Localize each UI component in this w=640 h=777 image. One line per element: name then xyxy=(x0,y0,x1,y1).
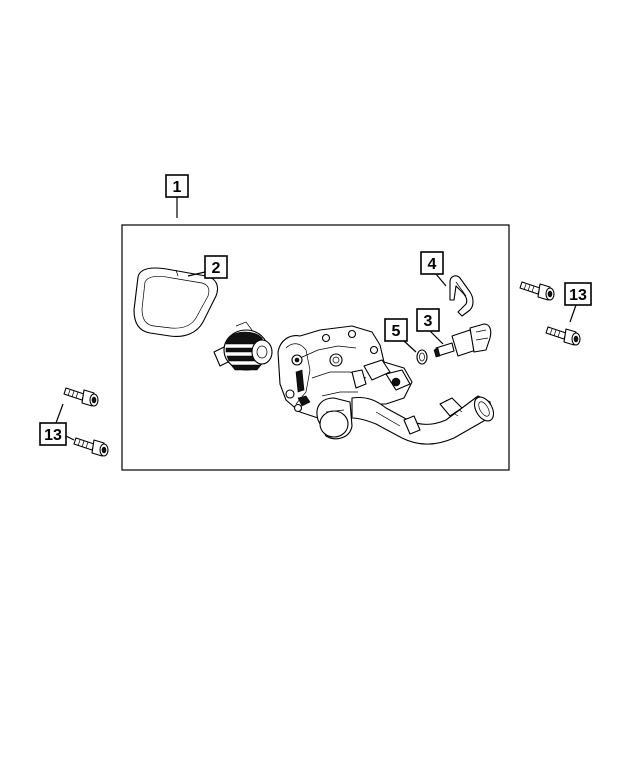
retaining-clip-part[interactable] xyxy=(449,275,474,317)
callout-2-label: 2 xyxy=(212,260,221,277)
bolt-left-upper[interactable] xyxy=(63,387,99,407)
temperature-sensor-part[interactable] xyxy=(433,323,492,358)
outlet-pipe[interactable] xyxy=(316,397,353,440)
bolt-right-upper[interactable] xyxy=(519,281,555,301)
callout-13-left[interactable]: 13 xyxy=(39,403,75,446)
housing-assembly[interactable] xyxy=(277,325,413,421)
thermostat-part[interactable] xyxy=(213,321,273,371)
coolant-hose[interactable] xyxy=(351,394,497,445)
o-ring-part[interactable] xyxy=(416,349,428,365)
callout-5[interactable]: 5 xyxy=(384,318,417,353)
callout-13-right-label: 13 xyxy=(569,287,587,304)
gasket-part[interactable] xyxy=(133,267,219,337)
callout-1[interactable]: 1 xyxy=(165,174,189,218)
callout-13-left-label: 13 xyxy=(44,427,62,444)
callout-1-label: 1 xyxy=(173,179,182,196)
callout-2[interactable]: 2 xyxy=(187,255,228,279)
callout-13-right[interactable]: 13 xyxy=(564,282,592,323)
assembly-frame xyxy=(121,224,510,471)
bolt-right-lower[interactable] xyxy=(545,326,581,346)
bolt-left-lower[interactable] xyxy=(73,437,109,457)
callout-4[interactable]: 4 xyxy=(420,251,447,287)
callout-4-label: 4 xyxy=(428,256,437,273)
callout-3-label: 3 xyxy=(424,313,433,330)
callout-3[interactable]: 3 xyxy=(416,308,444,345)
callout-5-label: 5 xyxy=(392,323,401,340)
